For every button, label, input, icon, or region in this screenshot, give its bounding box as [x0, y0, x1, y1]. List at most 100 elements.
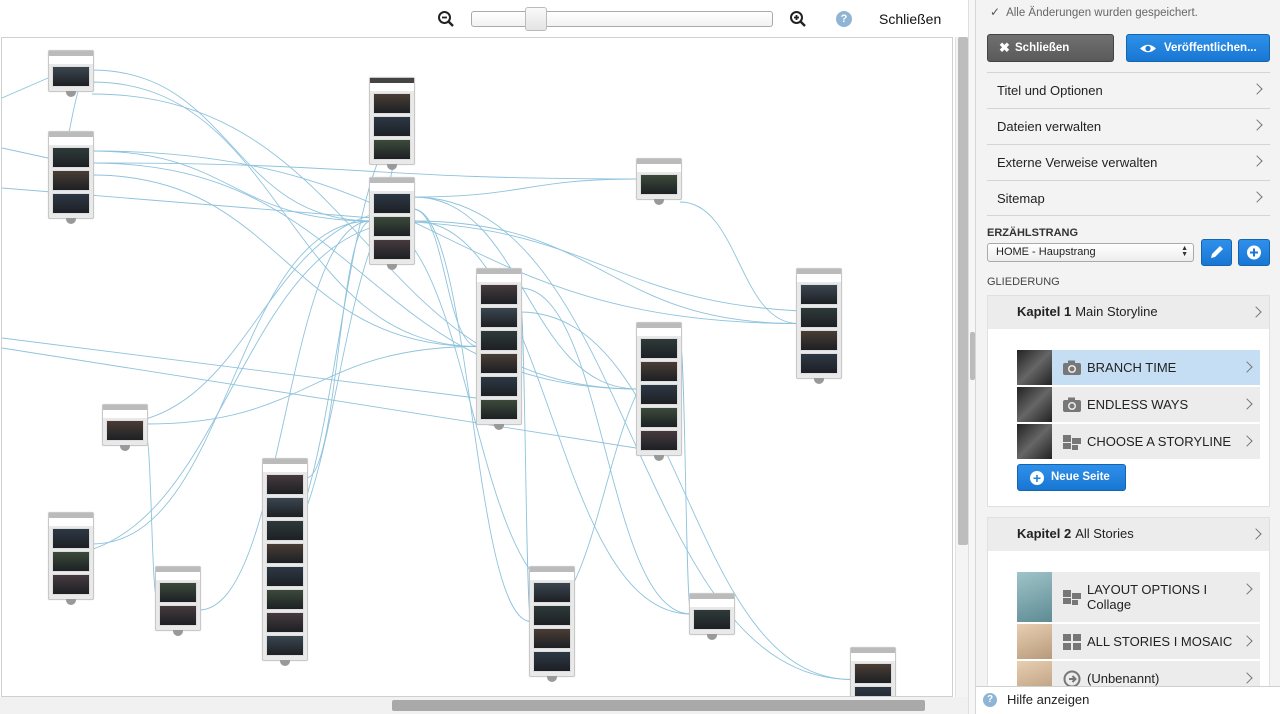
page-node-thumbnail[interactable] — [266, 635, 304, 656]
page-node[interactable] — [636, 158, 682, 205]
page-node-thumbnail[interactable] — [533, 628, 571, 649]
page-node-thumbnail[interactable] — [52, 574, 90, 595]
page-node-connector[interactable] — [280, 660, 290, 666]
page-node-thumbnail[interactable] — [373, 93, 411, 114]
page-node-thumbnail[interactable] — [533, 605, 571, 626]
page-node-connector[interactable] — [387, 164, 397, 170]
page-node-thumbnail[interactable] — [159, 582, 197, 603]
page-node[interactable] — [796, 268, 842, 384]
page-node-thumbnail[interactable] — [266, 520, 304, 541]
page-node-thumbnail[interactable] — [640, 407, 678, 428]
page-node-thumbnail[interactable] — [266, 589, 304, 610]
zoom-in-icon[interactable] — [789, 10, 807, 28]
page-node-thumbnail[interactable] — [373, 116, 411, 137]
page-item-all-stories-mosaic[interactable]: ALL STORIES I MOSAIC — [1017, 624, 1260, 659]
page-node-connector[interactable] — [173, 630, 183, 636]
page-node-thumbnail[interactable] — [106, 420, 144, 441]
page-node-thumbnail[interactable] — [373, 216, 411, 237]
page-node[interactable] — [48, 50, 94, 97]
page-node-thumbnail[interactable] — [52, 147, 90, 168]
sitemap-canvas[interactable] — [1, 37, 953, 697]
page-node-connector[interactable] — [120, 445, 130, 451]
page-node-thumbnail[interactable] — [52, 170, 90, 191]
page-node-thumbnail[interactable] — [693, 609, 731, 630]
page-node-thumbnail[interactable] — [373, 239, 411, 260]
page-node-thumbnail[interactable] — [52, 551, 90, 572]
page-node[interactable] — [102, 404, 148, 451]
page-node-connector[interactable] — [707, 634, 717, 640]
page-node[interactable] — [689, 593, 735, 640]
page-node-thumbnail[interactable] — [480, 353, 518, 374]
publish-button[interactable]: Veröffentlichen... — [1126, 34, 1270, 62]
page-node-connector[interactable] — [654, 455, 664, 461]
page-node-thumbnail[interactable] — [266, 566, 304, 587]
page-node-thumbnail[interactable] — [373, 139, 411, 160]
page-node-connector[interactable] — [494, 424, 504, 430]
page-node-thumbnail[interactable] — [52, 193, 90, 214]
edit-storyline-button[interactable] — [1201, 239, 1232, 266]
page-node-thumbnail[interactable] — [854, 663, 892, 684]
page-node-connector[interactable] — [387, 264, 397, 270]
page-node[interactable] — [369, 77, 415, 170]
page-node[interactable] — [48, 131, 94, 224]
menu-item-title-options[interactable]: Titel und Optionen — [987, 72, 1270, 108]
page-node-thumbnail[interactable] — [533, 651, 571, 672]
page-node-thumbnail[interactable] — [800, 353, 838, 374]
page-node-thumbnail[interactable] — [480, 284, 518, 305]
page-node-thumbnail[interactable] — [266, 474, 304, 495]
page-node-connector[interactable] — [66, 599, 76, 605]
page-item-branch-time[interactable]: BRANCH TIME — [1017, 350, 1260, 385]
panel-splitter[interactable] — [968, 0, 975, 714]
page-node-thumbnail[interactable] — [266, 543, 304, 564]
page-node-thumbnail[interactable] — [640, 384, 678, 405]
page-node-thumbnail[interactable] — [640, 361, 678, 382]
page-node-connector[interactable] — [66, 218, 76, 224]
page-node-connector[interactable] — [547, 676, 557, 682]
page-node[interactable] — [476, 268, 522, 430]
horizontal-scroll-thumb[interactable] — [392, 700, 925, 711]
page-node-thumbnail[interactable] — [854, 686, 892, 696]
vertical-scroll-thumb[interactable] — [958, 37, 968, 545]
help-bar[interactable]: ?Hilfe anzeigen — [976, 686, 1280, 714]
menu-item-manage-files[interactable]: Dateien verwalten — [987, 108, 1270, 144]
close-link[interactable]: Schließen — [879, 11, 942, 27]
page-item-endless-ways[interactable]: ENDLESS WAYS — [1017, 387, 1260, 422]
page-node-thumbnail[interactable] — [159, 605, 197, 626]
horizontal-scrollbar[interactable] — [0, 697, 970, 714]
menu-item-external-links[interactable]: Externe Verweise verwalten — [987, 144, 1270, 180]
page-node-thumbnail[interactable] — [266, 497, 304, 518]
page-node-thumbnail[interactable] — [640, 430, 678, 451]
zoom-slider[interactable] — [471, 7, 773, 31]
page-node[interactable] — [48, 512, 94, 605]
new-page-button[interactable]: +Neue Seite — [1017, 464, 1126, 491]
add-storyline-button[interactable] — [1238, 239, 1270, 266]
page-node-thumbnail[interactable] — [640, 338, 678, 359]
page-node-thumbnail[interactable] — [480, 307, 518, 328]
page-node-thumbnail[interactable] — [800, 330, 838, 351]
zoom-slider-handle[interactable] — [525, 7, 547, 31]
page-node-thumbnail[interactable] — [800, 307, 838, 328]
close-button[interactable]: ✖Schließen — [987, 34, 1114, 62]
page-node-thumbnail[interactable] — [800, 284, 838, 305]
splitter-grip[interactable] — [970, 332, 975, 380]
page-node[interactable] — [155, 566, 201, 636]
page-node-connector[interactable] — [814, 378, 824, 384]
page-node-thumbnail[interactable] — [640, 174, 678, 195]
help-icon[interactable]: ? — [836, 11, 852, 27]
page-node-thumbnail[interactable] — [533, 582, 571, 603]
page-node[interactable] — [369, 177, 415, 270]
page-node-thumbnail[interactable] — [480, 330, 518, 351]
menu-item-sitemap[interactable]: Sitemap — [987, 180, 1270, 216]
page-node-thumbnail[interactable] — [480, 399, 518, 420]
page-node[interactable] — [262, 458, 308, 666]
zoom-out-icon[interactable] — [437, 10, 455, 28]
vertical-scrollbar[interactable] — [955, 37, 969, 697]
page-node[interactable] — [529, 566, 575, 682]
page-node-connector[interactable] — [66, 91, 76, 97]
page-node-thumbnail[interactable] — [373, 193, 411, 214]
page-node-thumbnail[interactable] — [266, 612, 304, 633]
page-node-thumbnail[interactable] — [52, 66, 90, 87]
page-node-thumbnail[interactable] — [52, 528, 90, 549]
